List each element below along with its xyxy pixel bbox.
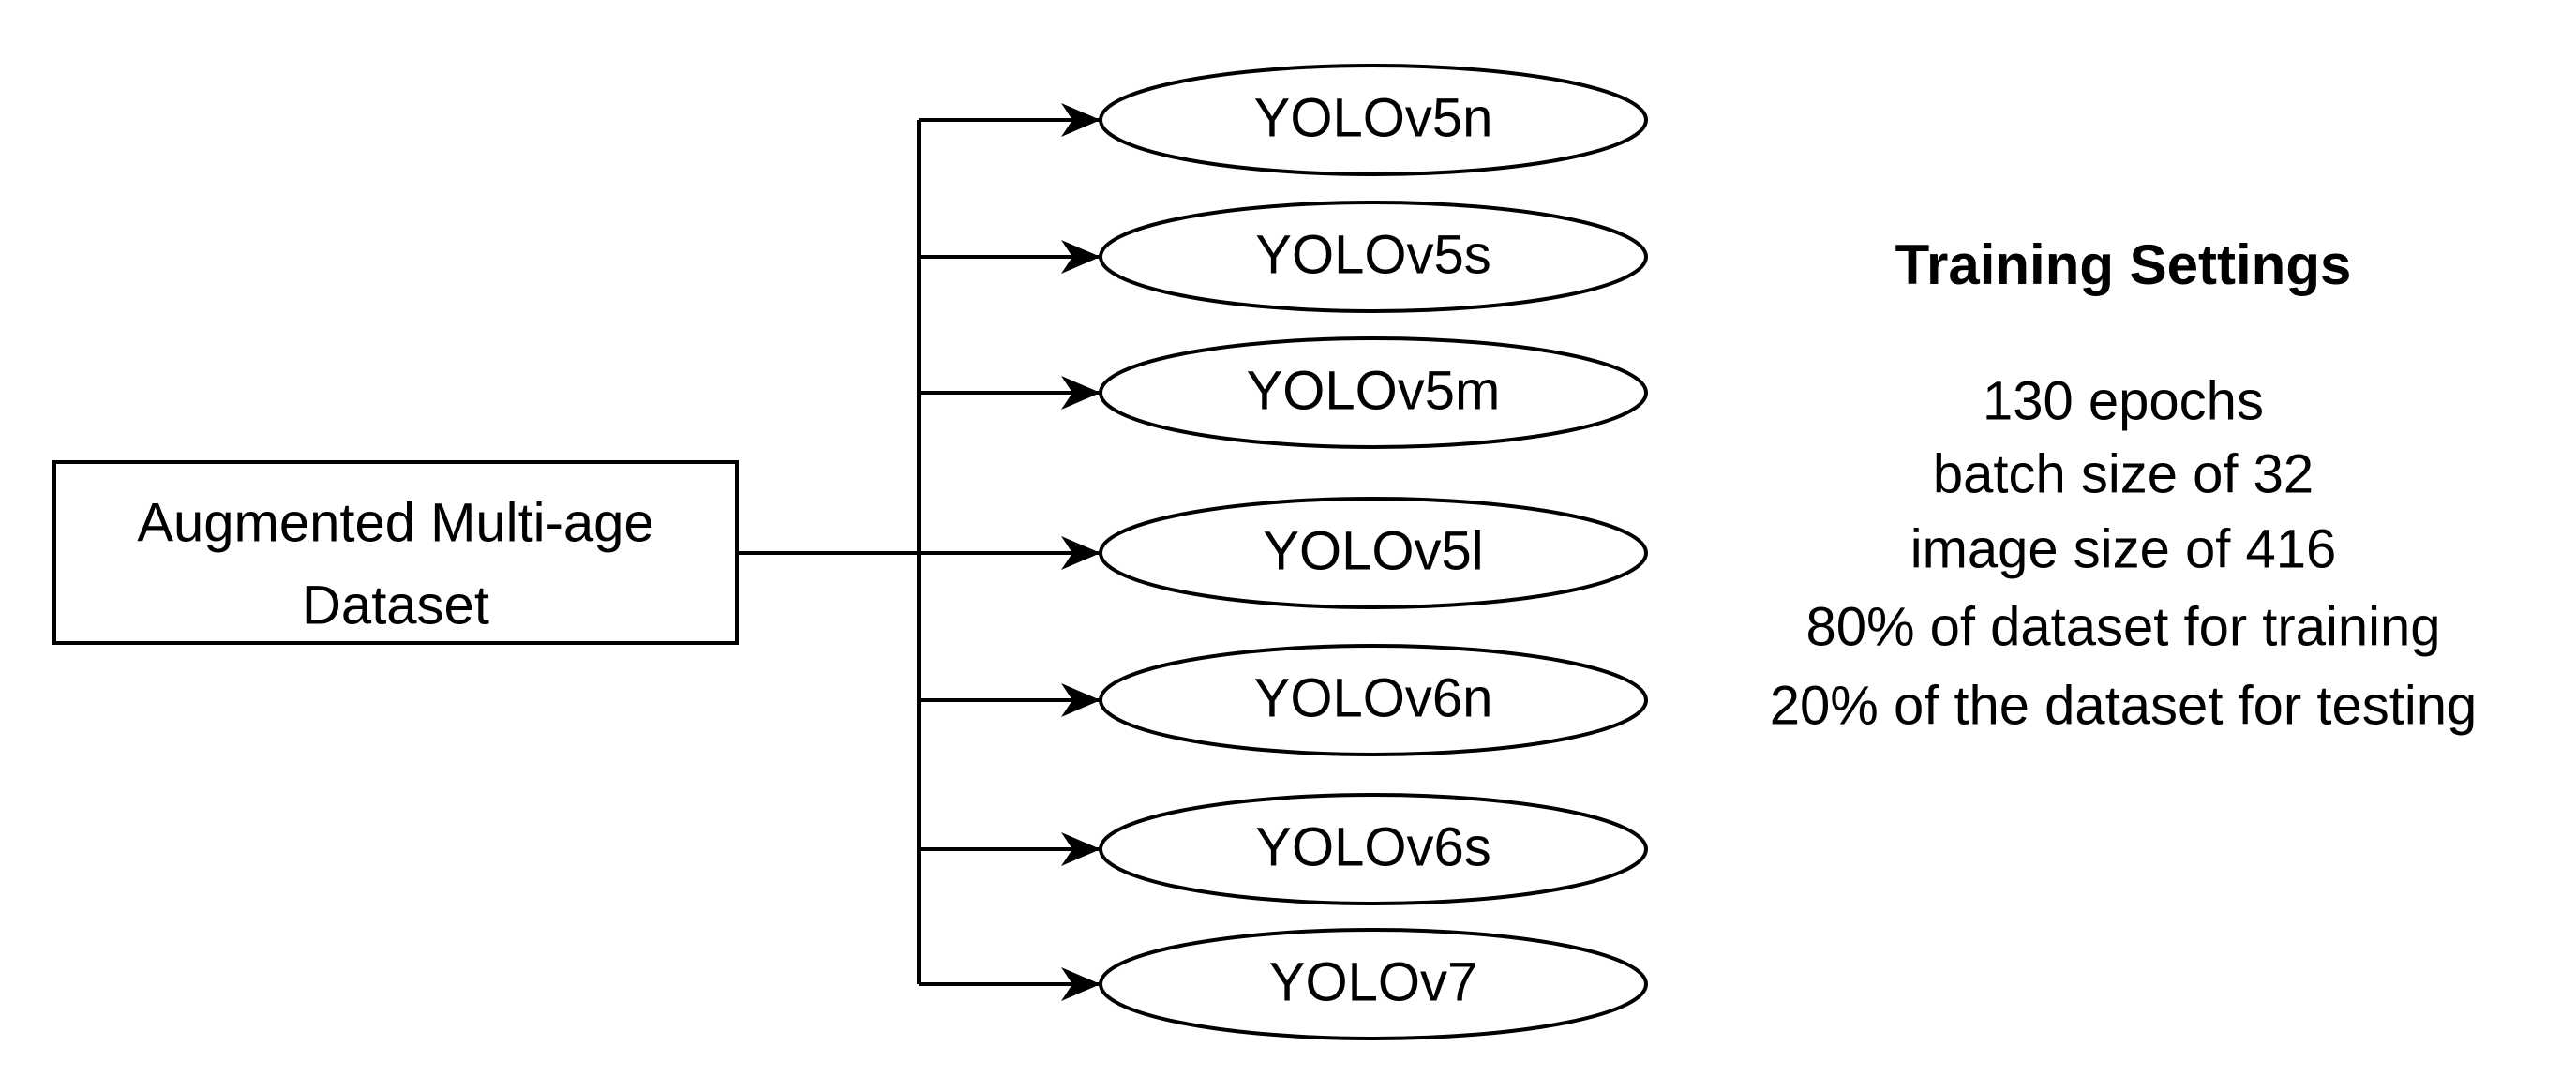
source-dataset-label-line2: Dataset bbox=[302, 575, 489, 635]
source-dataset-node: Augmented Multi-age Dataset bbox=[52, 460, 739, 645]
model-node-yolov6n: YOLOv6n bbox=[1099, 644, 1648, 756]
model-label-yolov5n: YOLOv5n bbox=[1254, 87, 1493, 148]
model-label-yolov5s: YOLOv5s bbox=[1255, 224, 1490, 285]
model-node-yolov5l: YOLOv5l bbox=[1099, 497, 1648, 609]
training-setting-line: image size of 416 bbox=[1910, 518, 2337, 579]
model-node-yolov5s: YOLOv5s bbox=[1099, 201, 1648, 313]
branch-arrows bbox=[919, 103, 1101, 1001]
source-dataset-label-line1: Augmented Multi-age bbox=[137, 492, 653, 553]
model-ellipse-yolov7 bbox=[1099, 928, 1648, 1040]
training-settings: Training Settings 130 epochs batch size o… bbox=[1770, 233, 2477, 736]
model-label-yolov6s: YOLOv6s bbox=[1255, 816, 1490, 877]
source-dataset-box bbox=[52, 460, 739, 645]
model-node-yolov6s: YOLOv6s bbox=[1099, 793, 1648, 905]
connectors bbox=[737, 103, 1101, 1001]
model-label-yolov5l: YOLOv5l bbox=[1263, 520, 1483, 581]
model-label-yolov6n: YOLOv6n bbox=[1254, 667, 1493, 728]
model-ellipse-yolov5l bbox=[1099, 497, 1648, 609]
model-node-yolov7: YOLOv7 bbox=[1099, 928, 1648, 1040]
model-nodes: YOLOv5nYOLOv5sYOLOv5mYOLOv5lYOLOv6nYOLOv… bbox=[1099, 64, 1648, 1040]
model-node-yolov5n: YOLOv5n bbox=[1099, 64, 1648, 176]
model-ellipse-yolov5m bbox=[1099, 336, 1648, 449]
model-ellipse-yolov6n bbox=[1099, 644, 1648, 756]
model-ellipse-yolov5n bbox=[1099, 64, 1648, 176]
training-setting-line: 80% of dataset for training bbox=[1805, 596, 2440, 657]
model-label-yolov5m: YOLOv5m bbox=[1247, 360, 1501, 421]
model-node-yolov5m: YOLOv5m bbox=[1099, 336, 1648, 449]
training-setting-line: 130 epochs bbox=[1983, 370, 2264, 431]
model-ellipse-yolov6s bbox=[1099, 793, 1648, 905]
training-setting-line: 20% of the dataset for testing bbox=[1770, 675, 2477, 736]
training-settings-lines: 130 epochs batch size of 32 image size of … bbox=[1770, 370, 2477, 736]
training-setting-line: batch size of 32 bbox=[1933, 443, 2314, 504]
model-label-yolov7: YOLOv7 bbox=[1269, 951, 1477, 1012]
model-ellipse-yolov5s bbox=[1099, 201, 1648, 313]
training-settings-title: Training Settings bbox=[1895, 233, 2352, 296]
